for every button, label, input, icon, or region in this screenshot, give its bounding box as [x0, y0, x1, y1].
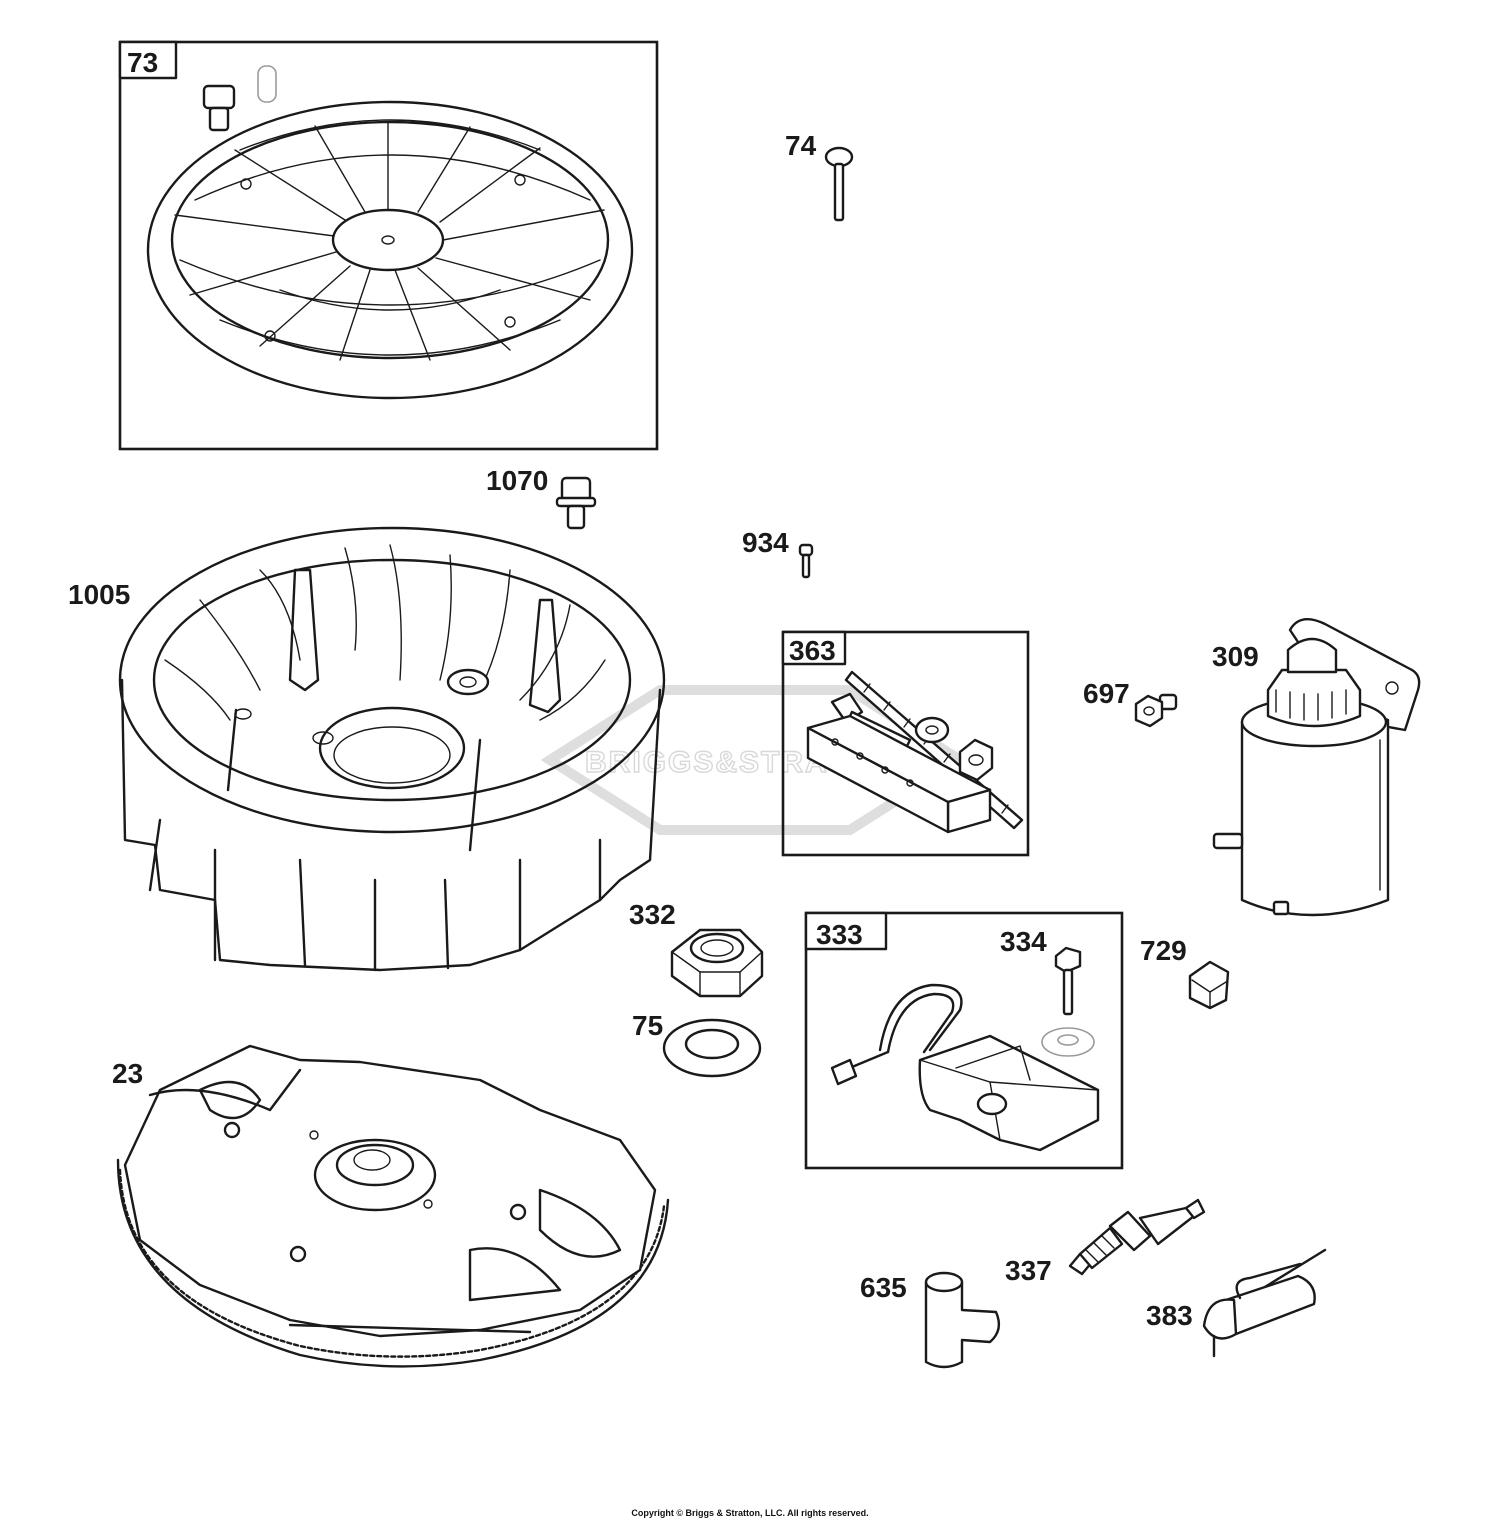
starter-motor-309-icon: [1212, 618, 1421, 917]
screw-934-icon: [798, 543, 814, 579]
group-box-73: 73: [118, 40, 659, 451]
callout-332[interactable]: 332: [629, 899, 676, 930]
flywheel-nut-332-icon: [670, 928, 764, 998]
bolt-1070-icon: [555, 476, 597, 530]
screw-73-icon: [202, 65, 277, 132]
washer-363-icon: [914, 716, 950, 744]
blower-screen-icon: [146, 100, 634, 400]
callout-729[interactable]: 729: [1140, 935, 1187, 966]
callout-309[interactable]: 309: [1212, 641, 1259, 672]
callout-333[interactable]: 333: [816, 919, 863, 950]
callout-73[interactable]: 73: [127, 47, 158, 78]
fan-1005-icon: [118, 526, 666, 972]
copyright-notice: Copyright © Briggs & Stratton, LLC. All …: [631, 1508, 869, 1518]
nut-363-icon: [958, 738, 994, 782]
screw-334-icon: [1054, 946, 1082, 1016]
flywheel-23-icon: [116, 1044, 670, 1368]
callout-337[interactable]: 337: [1005, 1255, 1052, 1286]
ignition-armature-icon: [830, 983, 1100, 1152]
clip-729-icon: [1188, 960, 1230, 1010]
callout-75[interactable]: 75: [632, 1010, 663, 1041]
nut-697-icon: [1134, 693, 1178, 728]
callout-934[interactable]: 934: [742, 527, 789, 558]
group-box-363: 363: [781, 630, 1030, 857]
washer-75-icon: [662, 1018, 762, 1078]
spark-plug-boot-635-icon: [924, 1271, 1001, 1369]
bracket-363-icon: [806, 714, 992, 834]
callout-697[interactable]: 697: [1083, 678, 1130, 709]
callout-74[interactable]: 74: [785, 130, 817, 161]
bolt-74-icon: [824, 146, 854, 222]
callout-383[interactable]: 383: [1146, 1300, 1193, 1331]
spark-plug-337-icon: [1068, 1198, 1206, 1276]
callout-334[interactable]: 334: [1000, 926, 1047, 957]
ground-lead-383-icon: [1202, 1248, 1327, 1358]
callout-635[interactable]: 635: [860, 1272, 907, 1303]
callout-1070[interactable]: 1070: [486, 465, 548, 496]
callout-23[interactable]: 23: [112, 1058, 143, 1089]
callout-363[interactable]: 363: [789, 635, 836, 666]
washer-334-icon: [1041, 1027, 1095, 1057]
callout-1005[interactable]: 1005: [68, 579, 130, 610]
group-box-333: 333 334: [804, 911, 1124, 1170]
